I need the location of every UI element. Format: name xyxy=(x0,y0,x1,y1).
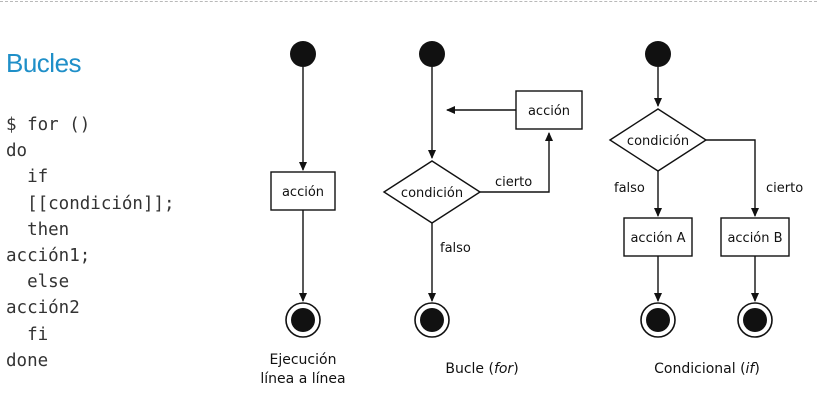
code-line: else xyxy=(6,272,70,293)
action-box xyxy=(270,171,336,211)
end-node xyxy=(285,302,321,338)
conditional-diagram: condición falso cierto acción A acción B… xyxy=(608,41,803,377)
loop-diagram: condición cierto acción falso Bucle (for… xyxy=(382,41,583,377)
code-line: acción2 xyxy=(6,298,80,319)
code-line: $ for () xyxy=(6,115,91,135)
action-a-box xyxy=(623,217,693,257)
top-dashed-border xyxy=(0,1,817,2)
code-line: fi xyxy=(6,324,49,345)
action-b-label: acción B xyxy=(727,231,782,246)
linear-diagram: acción Ejecución línea a línea xyxy=(260,41,346,387)
caption-line-1: Ejecución xyxy=(270,352,337,368)
condition-label: condición xyxy=(401,186,463,201)
end-node xyxy=(737,302,773,338)
start-node xyxy=(290,41,316,67)
code-line: done xyxy=(6,350,49,371)
true-branch-arrow xyxy=(480,132,553,193)
true-branch-arrow xyxy=(706,139,759,217)
action-label: acción xyxy=(528,104,570,119)
conditional-caption: Condicional (if) xyxy=(654,361,760,377)
code-line: do xyxy=(6,141,28,162)
false-label: falso xyxy=(614,181,645,196)
end-node xyxy=(414,302,450,338)
caption-line-2: línea a línea xyxy=(260,371,345,387)
code-line: then xyxy=(6,219,70,240)
false-label: falso xyxy=(440,241,471,256)
condition-label: condición xyxy=(627,134,689,149)
start-node xyxy=(419,41,445,67)
end-node xyxy=(640,302,676,338)
true-label: cierto xyxy=(495,175,532,190)
page-title: Bucles xyxy=(6,48,82,78)
code-line: [[condición]]; xyxy=(6,193,175,214)
code-line: if xyxy=(6,167,49,188)
action-box xyxy=(515,90,583,130)
action-a-label: acción A xyxy=(630,231,685,246)
start-node xyxy=(645,41,671,67)
true-label: cierto xyxy=(766,181,803,196)
loop-caption: Bucle (for) xyxy=(445,361,518,377)
code-line: acción1; xyxy=(6,245,91,266)
code-block: $ for () do if [[condición]]; then acción1… xyxy=(6,112,175,374)
action-b-box xyxy=(720,217,790,257)
action-label: acción xyxy=(282,185,324,200)
